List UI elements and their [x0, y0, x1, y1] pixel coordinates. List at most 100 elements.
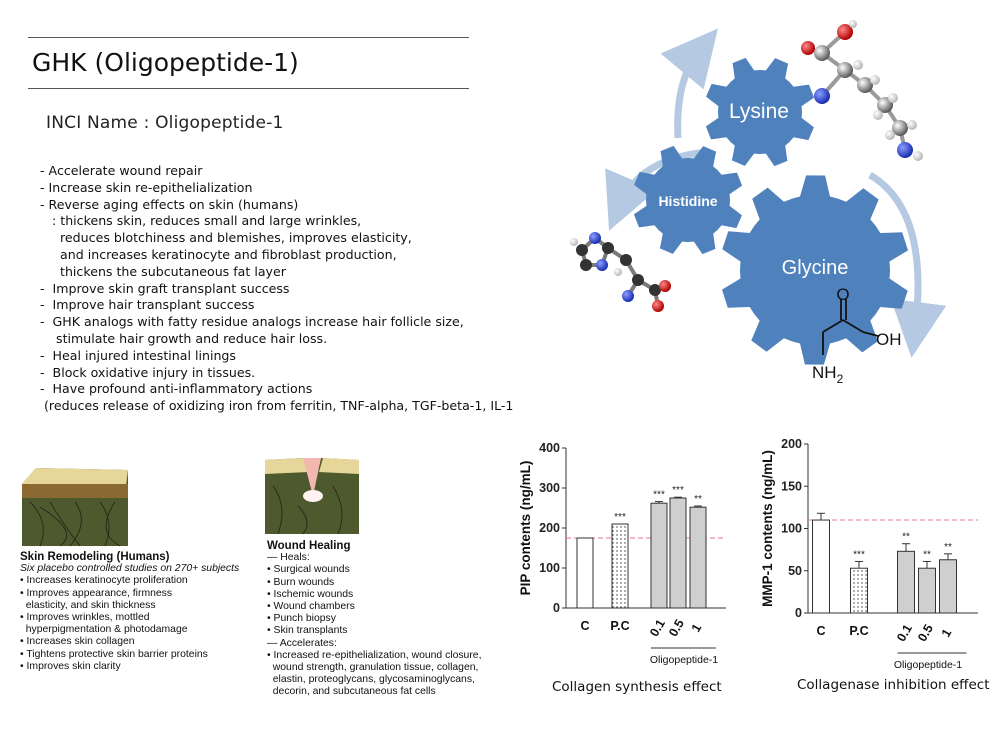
category-label: P.C — [849, 624, 868, 638]
significance-mark: ** — [923, 549, 931, 560]
group-label: Oligopeptide-1 — [650, 654, 718, 666]
wound-healing-item: • Surgical wounds — [267, 564, 350, 576]
benefit-line: - Block oxidative injury in tissues. — [40, 364, 256, 380]
title-underline — [28, 88, 469, 89]
cycle-arrow-right — [868, 171, 947, 358]
carbonyl-oxygen: O — [836, 285, 849, 304]
wound-healing-item: — Heals: — [267, 552, 310, 564]
benefit-line: - Reverse aging effects on skin (humans) — [40, 196, 299, 212]
glycine-gear — [722, 175, 908, 365]
bar-P.C — [850, 567, 868, 614]
bar-1 — [689, 506, 707, 609]
category-label: 0.5 — [915, 622, 936, 644]
benefit-line: : thickens skin, reduces small and large… — [40, 213, 362, 229]
wound-healing-list: — Heals:• Surgical wounds• Burn wounds• … — [267, 552, 481, 698]
benefit-line: - GHK analogs with fatty residue analogs… — [40, 314, 464, 330]
category-label: 0.1 — [647, 617, 668, 639]
cycle-arrow-left — [605, 148, 709, 231]
skin-remodeling-item: hyperpigmentation & photodamage — [20, 624, 188, 636]
histidine-label: Histidine — [658, 193, 717, 209]
skin-remodeling-item: • Increases keratinocyte proliferation — [20, 575, 188, 587]
category-label: C — [580, 619, 589, 633]
significance-mark: ** — [694, 494, 702, 505]
top-rule — [28, 37, 469, 38]
wound-healing-item: wound strength, granulation tissue, coll… — [267, 662, 479, 674]
lysine-molecule — [801, 20, 923, 161]
hydroxyl-group: OH — [876, 330, 902, 349]
skin-remodeling-heading: Skin Remodeling (Humans) — [20, 551, 170, 563]
significance-mark: *** — [653, 490, 665, 501]
benefit-line: stimulate hair growth and reduce hair lo… — [40, 330, 328, 346]
bar-0.1 — [650, 502, 668, 609]
wound-healing-item: elastin, proteoglycans, glycosaminoglyca… — [267, 674, 475, 686]
significance-mark: *** — [672, 485, 684, 496]
y-tick-label: 150 — [781, 479, 802, 493]
lysine-label: Lysine — [729, 100, 789, 123]
benefit-line: and increases keratinocyte and fibroblas… — [40, 246, 397, 262]
significance-mark: *** — [614, 512, 626, 523]
histidine-molecule — [570, 232, 671, 312]
cycle-arrow-top — [660, 28, 718, 139]
category-label: 0.5 — [666, 617, 687, 639]
y-tick-label: 200 — [539, 521, 560, 535]
skin-remodeling-item: • Tightens protective skin barrier prote… — [20, 648, 208, 660]
category-label: C — [816, 624, 825, 638]
benefit-line: - Improve skin graft transplant success — [40, 280, 290, 296]
wound-healing-item: decorin, and subcutaneous fat cells — [267, 686, 436, 698]
skin-remodeling-block: Skin Remodeling (Humans) Six placebo con… — [20, 551, 239, 673]
benefits-list: - Accelerate wound repair- Increase skin… — [40, 163, 513, 415]
bar-P.C — [611, 523, 629, 609]
wound-healing-illustration — [265, 458, 359, 535]
wound-healing-item: • Ischemic wounds — [267, 588, 354, 600]
benefit-line: - Accelerate wound repair — [40, 163, 203, 178]
y-axis-label: PIP contents (ng/mL) — [518, 461, 533, 596]
skin-remodeling-item: • Improves skin clarity — [20, 660, 121, 672]
skin-remodeling-subtitle: Six placebo controlled studies on 270+ s… — [20, 563, 240, 575]
wound-healing-item: • Wound chambers — [267, 601, 355, 613]
wound-healing-item: • Punch biopsy — [267, 613, 336, 625]
bar-0.5 — [918, 567, 936, 614]
y-tick-label: 100 — [539, 561, 560, 575]
skin-remodeling-illustration — [22, 468, 128, 547]
benefit-line: - Heal injured intestinal linings — [40, 347, 236, 363]
y-tick-label: 0 — [553, 601, 560, 615]
collagen-chart-caption: Collagen synthesis effect — [552, 679, 722, 695]
significance-mark: *** — [853, 549, 865, 560]
y-tick-label: 100 — [781, 522, 802, 536]
y-tick-label: 200 — [781, 437, 802, 451]
amine-group: NH2 — [812, 363, 844, 386]
histidine-gear — [633, 145, 743, 255]
collagenase-chart-caption: Collagenase inhibition effect — [797, 677, 990, 693]
inci-name: INCI Name : Oligopeptide-1 — [46, 113, 284, 133]
bar-0.5 — [669, 497, 687, 609]
bar-1 — [939, 559, 957, 614]
skin-remodeling-item: • Improves appearance, firmness — [20, 587, 173, 599]
skin-remodeling-item: • Improves wrinkles, mottled — [20, 612, 150, 624]
wound-healing-item: • Increased re-epithelialization, wound … — [267, 649, 482, 661]
benefit-line: - Have profound anti-inflammatory action… — [40, 381, 313, 397]
page-title: GHK (Oligopeptide-1) — [32, 48, 299, 77]
skin-remodeling-item: elasticity, and skin thickness — [20, 599, 156, 611]
ghk-gear-diagram: Lysine Histidine Glycine O OH NH2 — [570, 20, 947, 386]
benefit-line: - Increase skin re-epithelialization — [40, 179, 253, 195]
bar-C — [812, 519, 830, 614]
skin-remodeling-list: • Increases keratinocyte proliferation• … — [20, 575, 239, 673]
wound-healing-item: — Accelerates: — [267, 637, 337, 649]
glycine-structure — [822, 299, 879, 355]
significance-mark: ** — [902, 532, 910, 543]
y-tick-label: 50 — [788, 564, 802, 578]
y-tick-label: 400 — [539, 441, 560, 455]
benefit-line: thickens the subcutaneous fat layer — [40, 263, 286, 279]
glycine-label: Glycine — [782, 257, 849, 279]
category-label: 1 — [939, 626, 955, 639]
y-tick-label: 300 — [539, 481, 560, 495]
wound-healing-heading: Wound Healing — [267, 540, 351, 552]
benefit-line: - Improve hair transplant success — [40, 297, 255, 313]
bar-C — [576, 537, 594, 609]
wound-healing-block: Wound Healing — Heals:• Surgical wounds•… — [267, 540, 481, 699]
significance-mark: ** — [944, 542, 952, 553]
benefit-line: (reduces release of oxidizing iron from … — [40, 398, 514, 414]
skin-remodeling-item: • Increases skin collagen — [20, 636, 135, 648]
